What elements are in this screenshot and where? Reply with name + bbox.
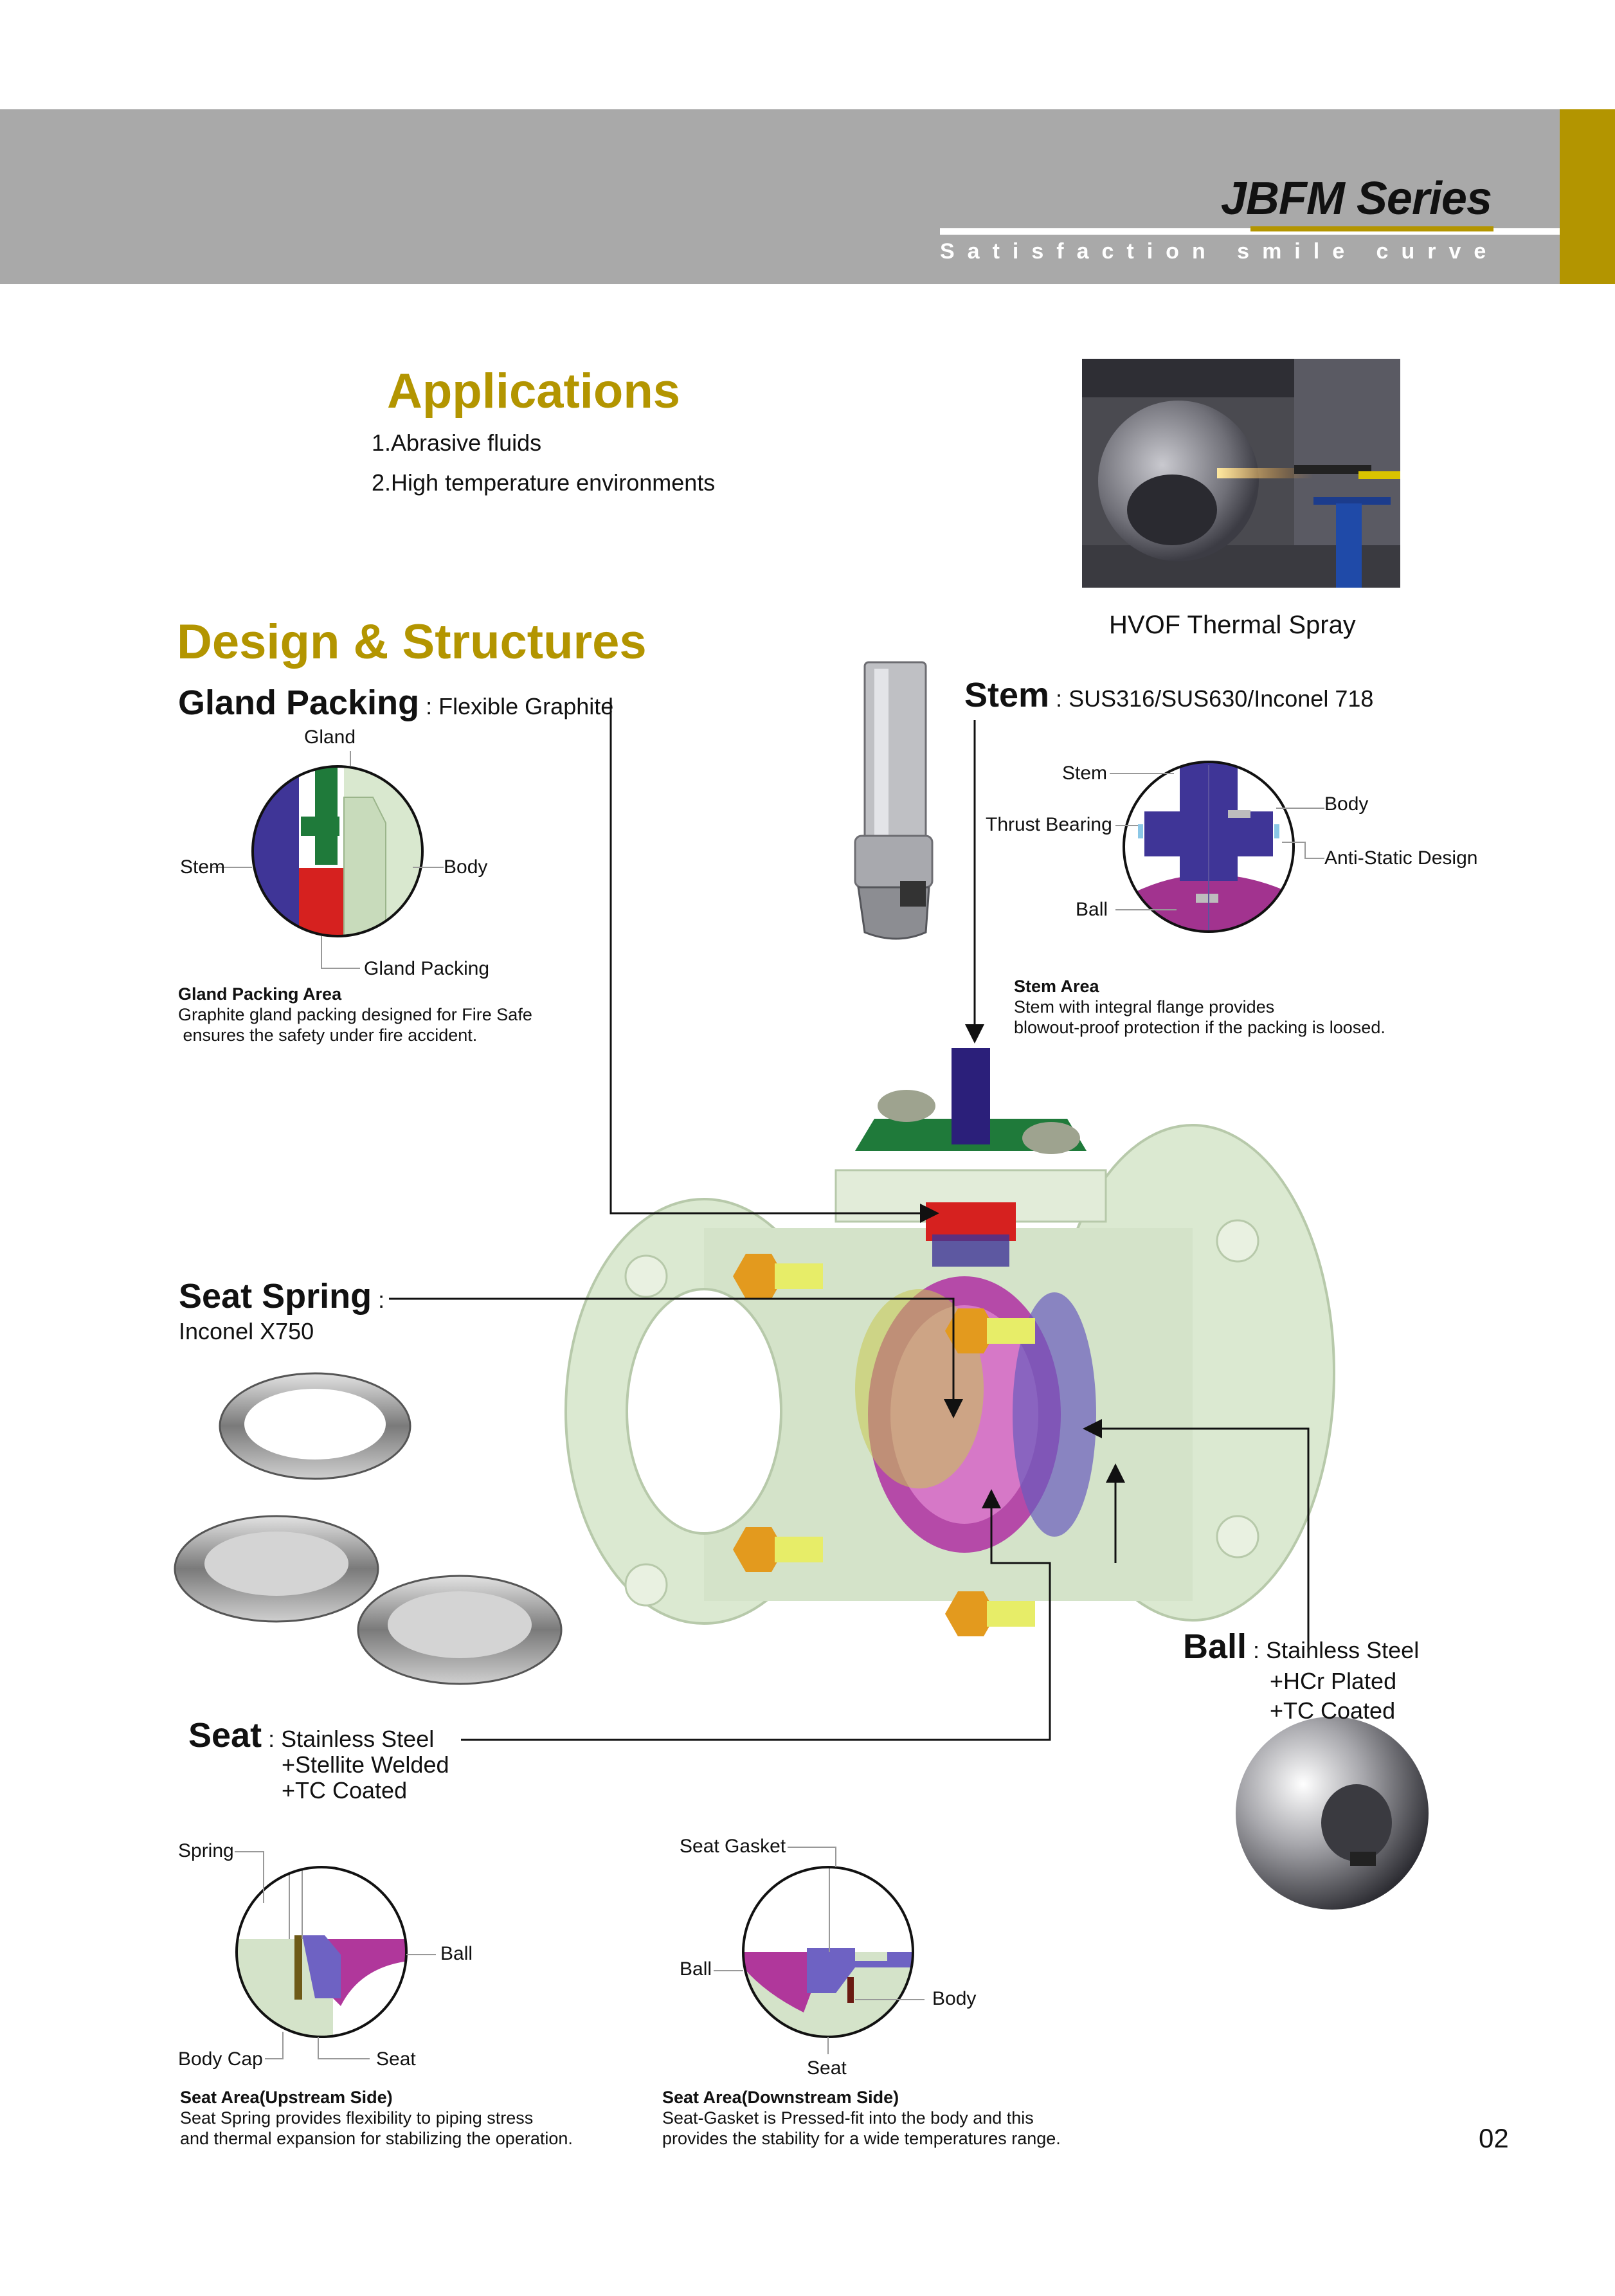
- series-rule: [940, 228, 1560, 235]
- hvof-thermal-spray-photo: [1082, 359, 1400, 588]
- seat-downstream-detail-circle: [742, 1866, 914, 2038]
- ball-name: Ball: [1183, 1627, 1247, 1666]
- gland-packing-name: Gland Packing: [178, 683, 420, 722]
- label-seat: Seat: [807, 2057, 847, 2079]
- seat-material-line: +TC Coated: [282, 1777, 408, 1803]
- label-anti-static-design: Anti-Static Design: [1324, 847, 1478, 869]
- separator: :: [262, 1726, 282, 1752]
- separator: :: [372, 1287, 385, 1313]
- seat-heading: Seat : Stainless Steel: [188, 1715, 434, 1755]
- application-item: 1.Abrasive fluids: [372, 429, 542, 456]
- label-ball: Ball: [680, 1958, 712, 1980]
- series-subtitle: Satisfaction smile curve: [940, 239, 1499, 264]
- callout-arrows: [389, 698, 1310, 1741]
- stem-area-description: Stem Area Stem with integral flange prov…: [1014, 976, 1385, 1038]
- photo-caption: HVOF Thermal Spray: [1109, 611, 1356, 639]
- seat-spring-material: Inconel X750: [179, 1318, 314, 1344]
- gland-detail-circle: [251, 765, 424, 937]
- gland-packing-material: Flexible Graphite: [438, 693, 614, 719]
- label-body-cap: Body Cap: [178, 2048, 263, 2070]
- label-gland-packing: Gland Packing: [364, 958, 490, 979]
- label-stem: Stem: [180, 856, 226, 878]
- description-line: Stem with integral flange provides: [1014, 997, 1275, 1017]
- label-gland: Gland: [304, 727, 356, 748]
- label-spring: Spring: [178, 1840, 234, 1861]
- seat-upstream-detail-circle: [235, 1866, 408, 2038]
- design-structures-title: Design & Structures: [177, 615, 647, 669]
- stem-area-title: Stem Area: [1014, 977, 1099, 996]
- applications-title: Applications: [387, 364, 681, 419]
- description-line: blowout-proof protection if the packing …: [1014, 1018, 1385, 1037]
- stem-detail-circle: [1123, 761, 1295, 933]
- page-number: 02: [1479, 2123, 1509, 2153]
- detail-leader-lines: [212, 751, 1324, 2059]
- header-accent-bar: [1560, 109, 1615, 284]
- separator: :: [419, 693, 439, 719]
- seat-name: Seat: [188, 1716, 262, 1755]
- seat-spring-name: Seat Spring: [179, 1277, 372, 1315]
- label-stem: Stem: [1062, 763, 1108, 784]
- separator: :: [1247, 1637, 1267, 1663]
- series-title: JBFM Series: [1220, 173, 1492, 224]
- label-ball: Ball: [440, 1943, 473, 1964]
- ball-valve-body: [564, 1048, 1335, 1636]
- label-body: Body: [932, 1988, 977, 2009]
- ball-image: [1236, 1717, 1429, 1910]
- description-line: provides the stability for a wide temper…: [662, 2129, 1061, 2148]
- ball-material: Stainless Steel: [1266, 1637, 1420, 1663]
- header-banner: [0, 109, 1560, 284]
- gland-packing-heading: Gland Packing : Flexible Graphite: [178, 683, 613, 723]
- seat-spring-rings: [174, 1372, 563, 1685]
- stem-name: Stem: [964, 676, 1050, 714]
- series-rule-accent: [1250, 226, 1493, 231]
- separator: :: [1049, 685, 1069, 712]
- stem-part-image: [854, 661, 934, 940]
- description-line: and thermal expansion for stabilizing th…: [180, 2129, 573, 2148]
- application-item: 2.High temperature environments: [372, 469, 716, 496]
- label-seat-gasket: Seat Gasket: [680, 1836, 786, 1857]
- ball-material-line: +HCr Plated: [1270, 1668, 1397, 1694]
- label-seat: Seat: [376, 2048, 416, 2070]
- label-body: Body: [444, 856, 488, 878]
- seat-material-line: +Stellite Welded: [282, 1751, 449, 1778]
- seat-downstream-title: Seat Area(Downstream Side): [662, 2088, 899, 2107]
- gland-packing-area-title: Gland Packing Area: [178, 984, 342, 1004]
- ball-heading: Ball : Stainless Steel: [1183, 1627, 1419, 1667]
- ball-material-line: +TC Coated: [1270, 1697, 1396, 1724]
- stem-heading: Stem : SUS316/SUS630/Inconel 718: [964, 675, 1373, 715]
- description-line: Seat-Gasket is Pressed-fit into the body…: [662, 2108, 1034, 2128]
- seat-material: Stainless Steel: [281, 1726, 435, 1752]
- stem-material: SUS316/SUS630/Inconel 718: [1069, 685, 1374, 712]
- label-body: Body: [1324, 793, 1369, 815]
- label-thrust-bearing: Thrust Bearing: [986, 814, 1112, 835]
- description-line: Seat Spring provides flexibility to pipi…: [180, 2108, 534, 2128]
- gland-packing-area-description: Gland Packing Area Graphite gland packin…: [178, 984, 532, 1045]
- description-line: ensures the safety under fire accident.: [178, 1026, 478, 1045]
- seat-upstream-description: Seat Area(Upstream Side) Seat Spring pro…: [180, 2087, 573, 2149]
- seat-upstream-title: Seat Area(Upstream Side): [180, 2088, 393, 2107]
- description-line: Graphite gland packing designed for Fire…: [178, 1005, 532, 1024]
- seat-downstream-description: Seat Area(Downstream Side) Seat-Gasket i…: [662, 2087, 1061, 2149]
- seat-spring-heading: Seat Spring :: [179, 1276, 384, 1316]
- label-ball: Ball: [1076, 899, 1108, 920]
